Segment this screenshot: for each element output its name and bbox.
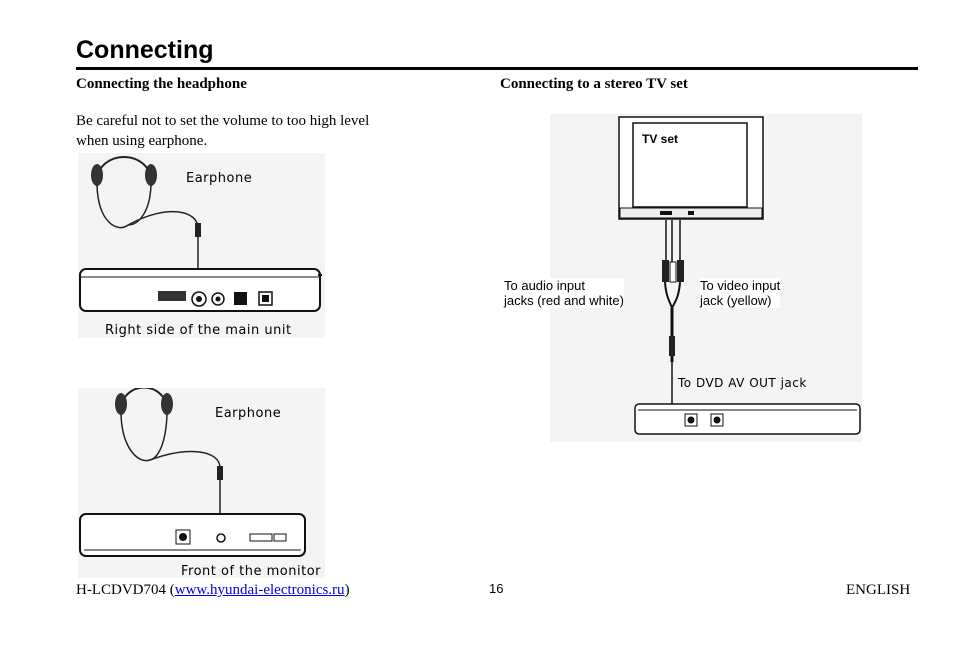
tv-connection-drawing bbox=[618, 116, 861, 435]
footer-model-close: ) bbox=[344, 582, 350, 598]
video-input-label-line-2: jack (yellow) bbox=[700, 293, 772, 308]
headphone-main-unit-drawing bbox=[79, 156, 322, 312]
footer-website-link[interactable]: www.hyundai-electronics.ru bbox=[174, 582, 345, 598]
video-input-label-line-1: To video input bbox=[700, 278, 781, 293]
audio-input-label-line-2: jacks (red and white) bbox=[504, 293, 624, 308]
footer-model-text: H-LCDVD704 ( bbox=[76, 582, 175, 598]
footer-language: ENGLISH bbox=[846, 582, 911, 598]
earphone-label-monitor: Earphone bbox=[215, 406, 282, 421]
note-line-1: Be careful not to set the volume to too … bbox=[76, 113, 370, 129]
title-rule bbox=[76, 67, 918, 70]
video-input-label: To video input jack (yellow) bbox=[700, 278, 781, 308]
footer-model: H-LCDVD704 (www.hyundai-electronics.ru) bbox=[76, 582, 350, 599]
figure-headphone-monitor: Earphone Front of the monitor bbox=[78, 388, 325, 579]
headphone-monitor-drawing bbox=[79, 388, 306, 557]
figure-tv-connection: TV set To audio input jacks (red and whi… bbox=[500, 112, 862, 442]
heading-tv: Connecting to a stereo TV set bbox=[500, 76, 688, 92]
page-number: 16 bbox=[489, 581, 504, 596]
dvd-av-out-label: To DVD AV OUT jack bbox=[678, 376, 807, 390]
audio-input-label-line-1: To audio input bbox=[504, 278, 585, 293]
note-line-2: when using earphone. bbox=[76, 133, 208, 149]
earphone-label-main: Earphone bbox=[186, 171, 253, 186]
audio-input-label: To audio input jacks (red and white) bbox=[504, 278, 624, 308]
heading-headphone: Connecting the headphone bbox=[76, 76, 247, 92]
caption-main-unit: Right side of the main unit bbox=[105, 323, 292, 338]
figure-headphone-main-unit: Earphone Right side of the main unit bbox=[78, 153, 325, 338]
caption-monitor: Front of the monitor bbox=[181, 564, 322, 579]
tv-set-label: TV set bbox=[642, 132, 679, 146]
page-title: Connecting bbox=[76, 36, 214, 64]
note-text: Be careful not to set the volume to too … bbox=[76, 111, 369, 151]
